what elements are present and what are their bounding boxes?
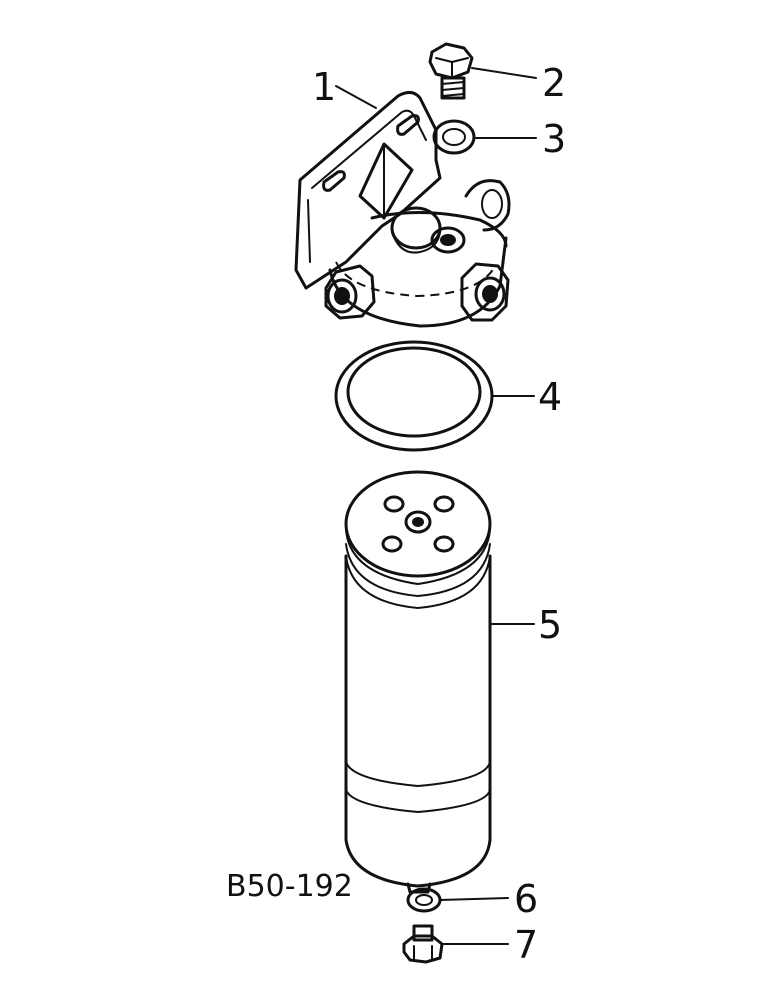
callout-3: 3 bbox=[542, 117, 566, 161]
figure-code: B50-192 bbox=[226, 869, 353, 904]
callout-7: 7 bbox=[514, 923, 538, 967]
leader-lines bbox=[335, 67, 537, 945]
part-1-filter-head bbox=[294, 91, 511, 328]
part-5-filter-cartridge bbox=[344, 470, 492, 894]
leader-line-1 bbox=[335, 85, 377, 109]
callout-5: 5 bbox=[538, 603, 562, 647]
callout-6: 6 bbox=[514, 877, 538, 921]
part-4-o-ring bbox=[334, 340, 494, 452]
callout-4: 4 bbox=[538, 375, 562, 419]
leader-line-6 bbox=[439, 897, 509, 901]
part-3-washer bbox=[432, 119, 476, 155]
callout-2: 2 bbox=[542, 61, 566, 105]
leader-line-2 bbox=[471, 67, 537, 79]
callout-1: 1 bbox=[312, 65, 336, 109]
part-2-plug bbox=[428, 42, 474, 100]
part-7-drain-plug bbox=[402, 924, 444, 964]
